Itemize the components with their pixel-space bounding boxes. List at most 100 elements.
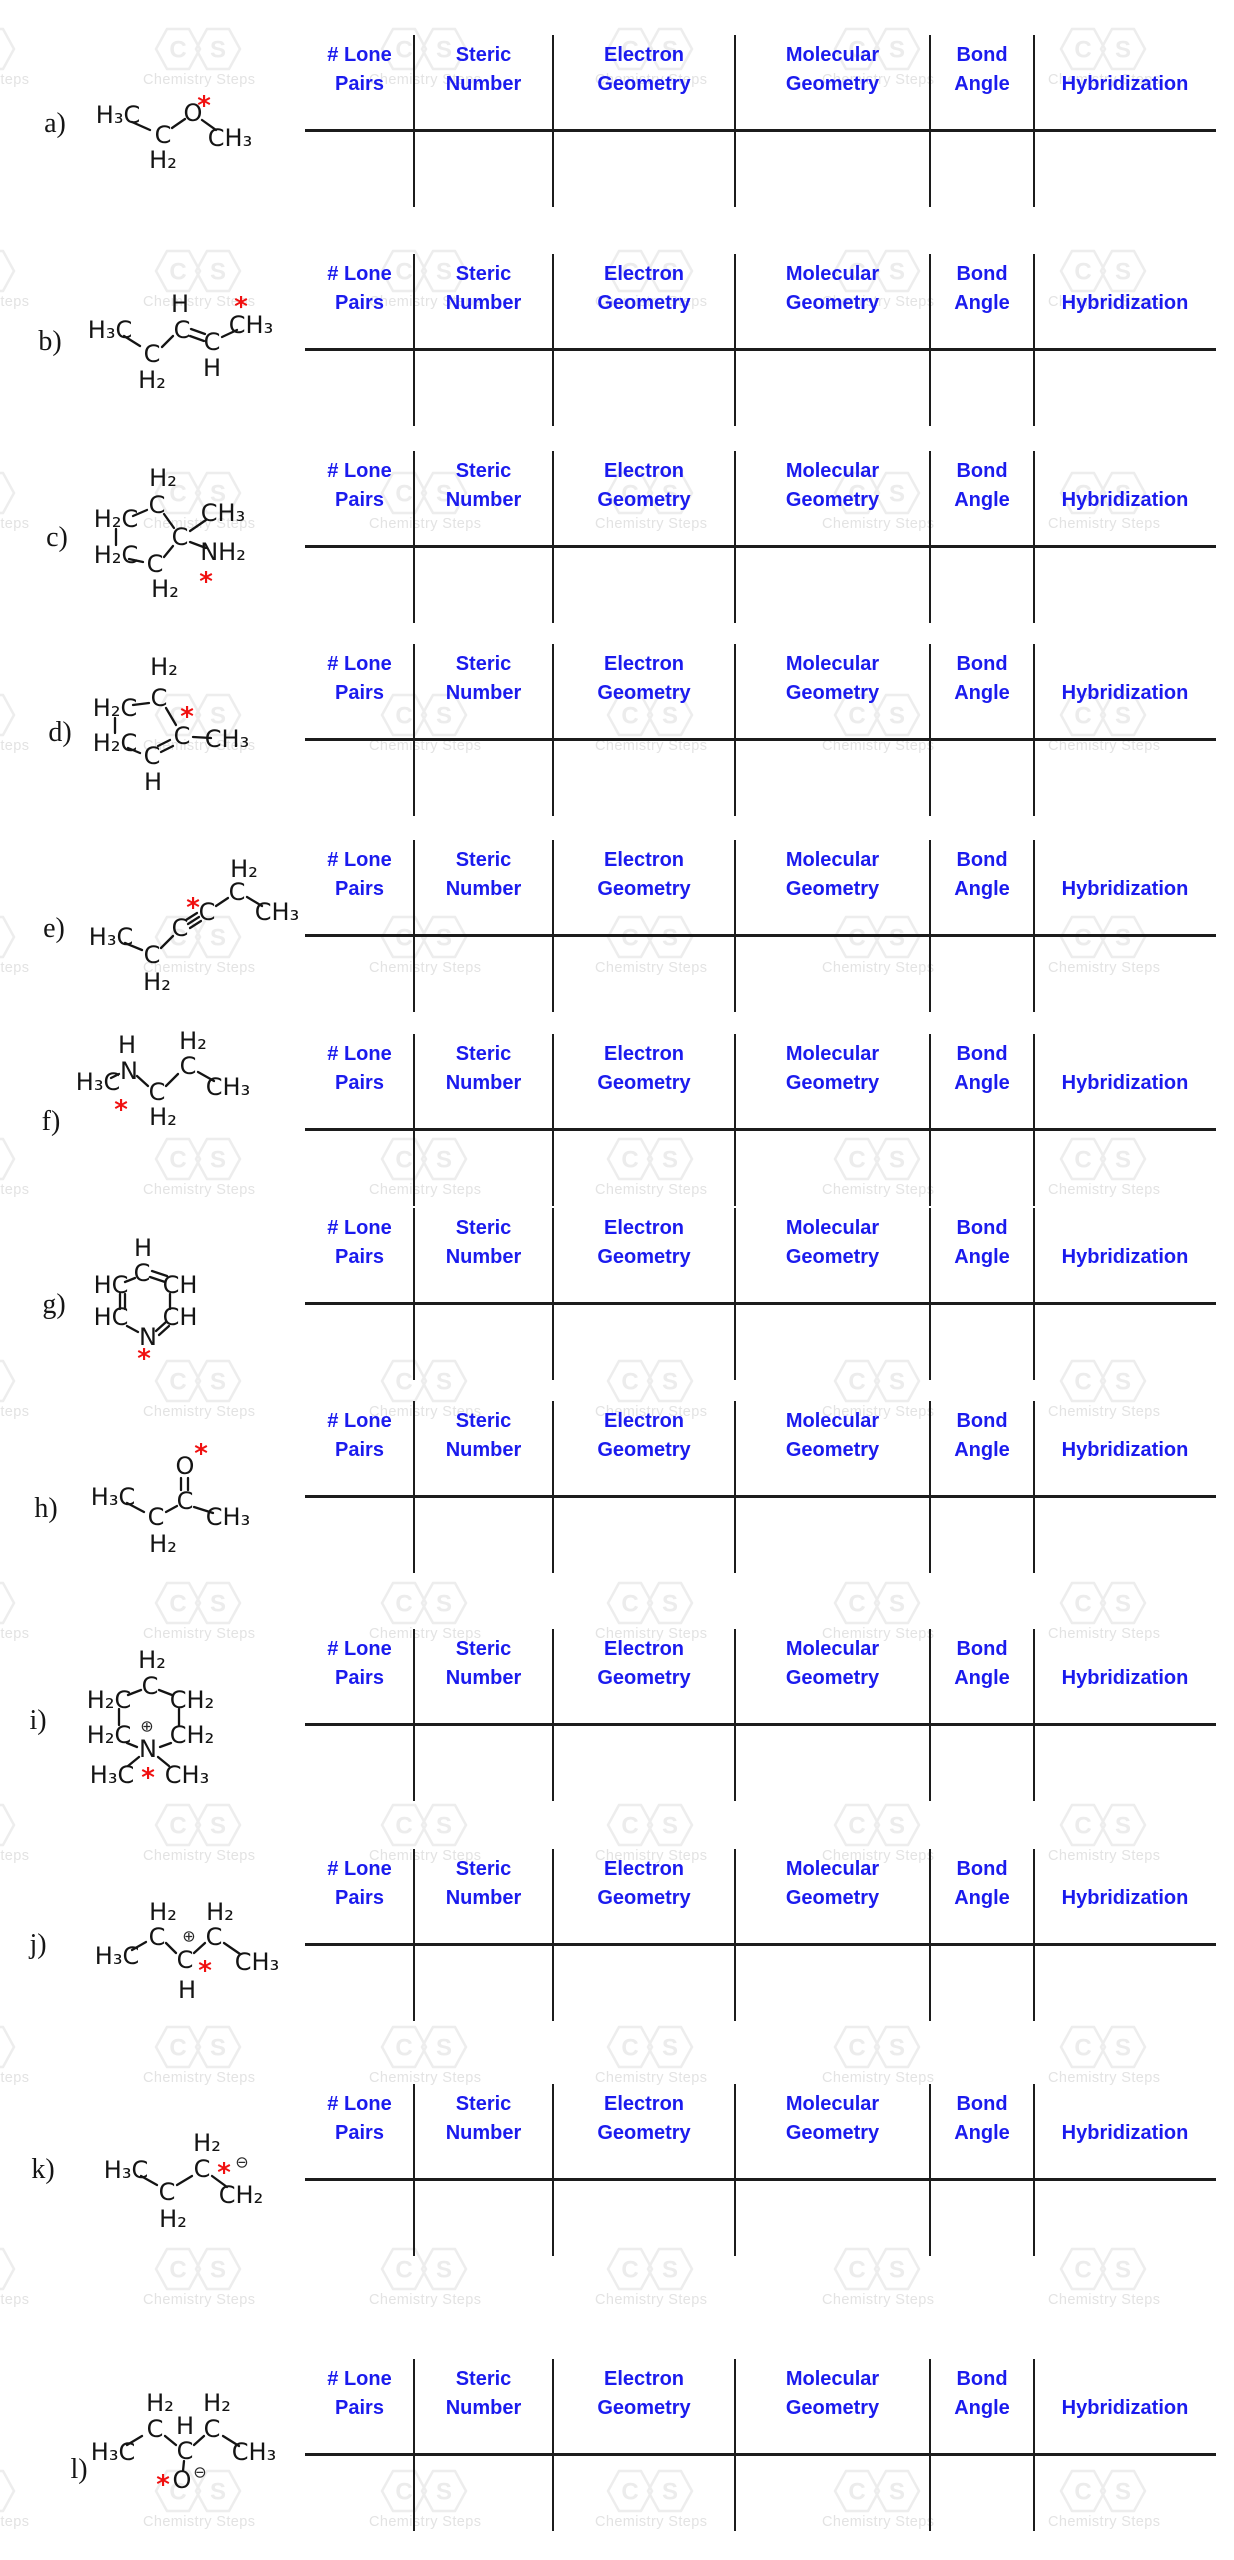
column-header-line: # Lone [327,1638,392,1660]
column-header-line: Pairs [335,1439,384,1461]
answer-cell-lone-pairs [305,1946,414,2021]
atom-label: H₃C [104,2156,148,2184]
column-header-line: Geometry [597,73,691,95]
svg-text:C: C [848,1813,865,1840]
column-header-line: Hybridization [1061,1667,1189,1689]
column-header-line: # Lone [327,1410,392,1432]
svg-text:C: C [848,1591,865,1618]
column-header-hybridization: Hybridization [1034,644,1216,708]
answer-cell-steric-number [414,1305,553,1380]
column-header-line: Pairs [335,878,384,900]
column-header-line: Steric [455,460,512,482]
answer-cell-steric-number [414,548,553,623]
column-header-line: Geometry [785,2122,880,2144]
column-divider [929,1629,931,1801]
column-header-line: Geometry [785,1887,880,1909]
column-header-line: Bond [956,1858,1008,1880]
atom-label: C [144,742,161,770]
atom-label: H₂ [203,2389,231,2417]
column-header-line: Pairs [335,2122,384,2144]
atom-label: C [199,898,216,926]
column-header-line: Number [445,2122,522,2144]
column-header-line: # Lone [327,653,392,675]
column-header-line: Bond [956,849,1008,871]
column-header-line: Molecular [785,460,880,482]
column-header-line: Geometry [597,1667,691,1689]
bond-line [131,508,149,518]
column-divider [734,35,736,207]
column-header-line: Angle [954,1439,1010,1461]
atom-label: C [204,2415,221,2443]
atom-label: H₂C [87,1686,131,1714]
atom-label: C [147,2415,164,2443]
svg-text:S: S [662,1813,678,1840]
answer-cell-bond-angle [930,1498,1034,1573]
answer-cell-hybridization [1034,1305,1216,1380]
atom-label: H₂ [179,1027,207,1055]
column-header-line: Bond [956,1410,1008,1432]
answer-cell-molecular-geometry [735,351,930,426]
column-header-line: Molecular [785,44,880,66]
column-header-line: Geometry [785,73,880,95]
bond-line [156,738,172,748]
atom-label: H [203,354,221,382]
atom-label: CH₃ [206,1073,250,1101]
atom-label: C [151,684,168,712]
answer-cell-bond-angle [930,548,1034,623]
atom-label: H₃C [95,1942,139,1970]
svg-text:C: C [621,1813,638,1840]
svg-text:S: S [436,1591,452,1618]
header-underline [305,1128,1216,1131]
header-underline [305,1302,1216,1305]
svg-text:C: C [1074,2035,1091,2062]
bond-line [125,2434,144,2447]
atom-label: C [229,878,246,906]
column-header-line: Hybridization [1061,1439,1189,1461]
atom-label: C [149,1078,166,1106]
bond-line [122,334,142,348]
atom-label: C [177,1487,194,1515]
column-header-line: Hybridization [1061,489,1189,511]
column-header-line: Electron [603,1043,685,1065]
bond-line [200,118,218,132]
svg-text:S: S [889,1813,905,1840]
answer-cell-electron-geometry [553,1946,735,2021]
header-underline [305,934,1216,937]
column-header-line: Number [445,682,522,704]
atom-label: N [139,1735,157,1763]
atom-label: CH₃ [255,898,299,926]
atom-label: H₃C [90,1761,134,1789]
svg-text:S: S [889,2257,905,2284]
bond-line [126,1688,143,1697]
column-header-line: Molecular [785,2093,880,2115]
question-label: k) [31,2154,55,2185]
column-divider [734,1849,736,2021]
atom-label: CH₃ [229,311,273,339]
column-header-line: # Lone [327,2093,392,2115]
column-divider [552,1849,554,2021]
answer-cell-molecular-geometry [735,1946,930,2021]
column-header-line: Molecular [785,1638,880,1660]
column-divider [413,644,415,816]
column-divider [929,451,931,623]
